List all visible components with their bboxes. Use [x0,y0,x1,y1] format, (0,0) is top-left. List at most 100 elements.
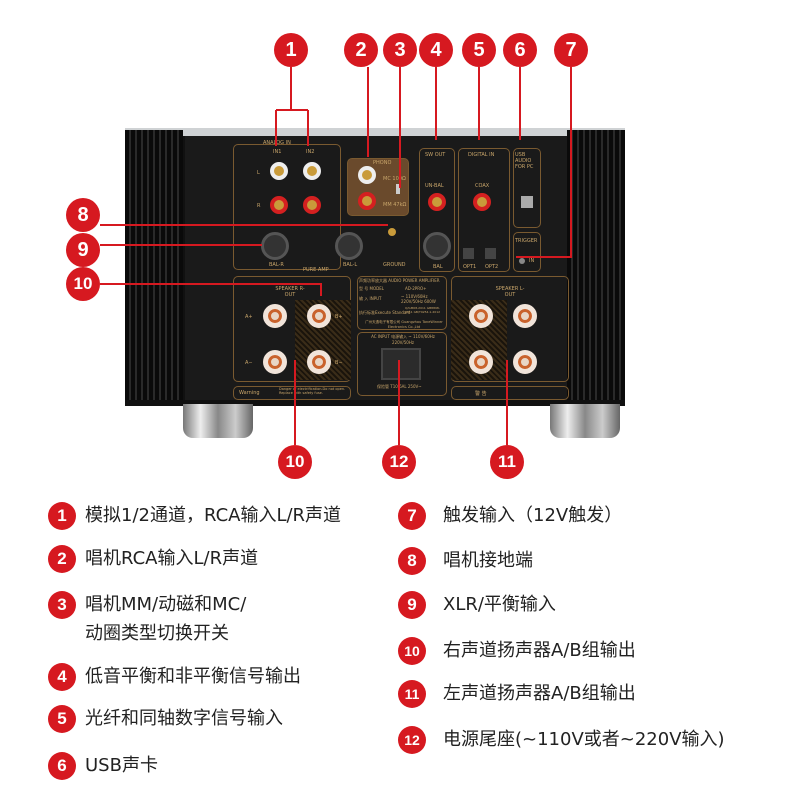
label-opt2: OPT2 [485,264,499,270]
legend-text-4: 低音平衡和非平衡信号输出 [85,666,301,687]
legend-text-7: 触发输入（12V触发） [443,505,623,526]
callout-10-left: 10 [66,267,100,301]
legend-num-7: 7 [398,502,426,530]
usb-b-port[interactable] [521,196,533,208]
label-in2: IN2 [306,149,315,155]
label-pure-amp: PURE AMP [303,267,329,273]
legend-text-12: 电源尾座(~110V或者~220V输入) [443,729,725,750]
speaker-r-b-plus[interactable] [307,304,331,328]
legend-num-11: 11 [398,680,426,708]
trigger-jack[interactable] [519,258,525,264]
rca-sw-out[interactable] [428,193,446,211]
legend-num-12: 12 [398,726,426,754]
legend-num-4: 4 [48,663,76,691]
label-model-label: 型 号 MODEL [359,286,384,291]
rca-phono-r[interactable] [358,192,376,210]
callout-3: 3 [383,33,417,67]
xlr-bal-l[interactable] [335,232,363,260]
callout-9: 9 [66,233,100,267]
speaker-l-b-minus[interactable] [469,350,493,374]
xlr-bal-r[interactable] [261,232,289,260]
callout-6: 6 [503,33,537,67]
label-usb: USB AUDIO FOR PC [515,152,534,170]
label-mc: MC 100Ω [383,176,406,182]
info-plate [357,276,447,330]
label-standard: Q/GM08-2011 GB8898-2011 GB/T9254.1-2012 [405,306,441,314]
mm-mc-switch[interactable] [396,184,400,194]
label-input: ~ 110V/60Hz 220V/50Hz 600W [401,294,436,304]
label-product-name: 声频功率放大器 AUDIO POWER AMPLIFIER [359,278,440,283]
analog-in-section [233,144,341,270]
legend-text-2: 唱机RCA输入L/R声道 [85,548,259,569]
legend-text-1: 模拟1/2通道，RCA输入L/R声道 [85,505,342,526]
speaker-l-b-plus[interactable] [469,304,493,328]
rca-in2-r[interactable] [303,196,321,214]
rca-phono-l[interactable] [358,166,376,184]
label-maker: 广州天逸电子有限公司 Guangzhou ToneWinner Electron… [365,320,443,329]
label-speaker-r: SPEAKER R-OUT [275,286,305,298]
label-in1: IN1 [273,149,282,155]
legend-num-10: 10 [398,637,426,665]
label-speaker-l: SPEAKER L-OUT [495,286,525,298]
speaker-r-b-minus[interactable] [307,350,331,374]
label-bal: BAL [433,264,443,270]
label-a-minus: A− [245,360,253,366]
xlr-sw-out[interactable] [423,232,451,260]
rca-in1-l[interactable] [270,162,288,180]
label-coax: COAX [475,183,490,189]
rca-in1-r[interactable] [270,196,288,214]
label-l: L [257,170,260,176]
legend-text-10: 右声道扬声器A/B组输出 [443,640,636,661]
label-bal-l: BAL-L [343,262,358,268]
callout-4: 4 [419,33,453,67]
callout-1: 1 [274,33,308,67]
rca-coax[interactable] [473,193,491,211]
optical-2[interactable] [485,248,496,259]
sw-out-section [419,148,455,272]
label-b-plus: B+ [335,314,343,320]
rca-in2-l[interactable] [303,162,321,180]
speaker-l-a-minus[interactable] [513,350,537,374]
callout-10-bottom: 10 [278,445,312,479]
leader-1 [275,67,309,146]
optical-1[interactable] [463,248,474,259]
digital-in-section [458,148,510,272]
label-warning: Warning [239,390,260,396]
ground-terminal[interactable] [388,228,396,236]
legend-text-8: 唱机接地端 [443,550,533,571]
callout-11: 11 [490,445,524,479]
label-unbal: UN-BAL [425,183,444,189]
legend-num-5: 5 [48,705,76,733]
callout-5: 5 [462,33,496,67]
leader-7 [516,67,572,258]
speaker-l-a-plus[interactable] [513,304,537,328]
legend-text-9: XLR/平衡输入 [443,594,556,615]
legend-text-11: 左声道扬声器A/B组输出 [443,683,636,704]
ac-input-section [357,332,447,396]
legend-text-3: 唱机MM/动磁和MC/ [85,594,247,615]
legend-text-3-line2: 动圈类型切换开关 [85,623,229,644]
leader-10-top [100,283,322,296]
label-sw-out: SW OUT [425,152,446,158]
legend-num-2: 2 [48,545,76,573]
label-mm: MM 47kΩ [383,202,407,208]
label-digital-in: DIGITAL IN [468,152,495,158]
callout-7: 7 [554,33,588,67]
right-foot [550,404,620,438]
legend-num-6: 6 [48,752,76,780]
iec-power-socket[interactable] [381,348,421,380]
speaker-r-a-minus[interactable] [263,350,287,374]
speaker-r-a-plus[interactable] [263,304,287,328]
legend-num-1: 1 [48,502,76,530]
label-ground: GROUND [383,262,406,268]
right-heatsink [567,130,625,400]
warning-plate-left [233,386,351,400]
legend-num-8: 8 [398,547,426,575]
label-model: AD-2PRO+ [405,286,427,291]
label-r: R [257,203,261,209]
callout-2: 2 [344,33,378,67]
label-a-plus: A+ [245,314,253,320]
warning-plate-right [451,386,569,400]
label-input-label: 输 入 INPUT [359,296,382,301]
left-heatsink [125,130,183,400]
